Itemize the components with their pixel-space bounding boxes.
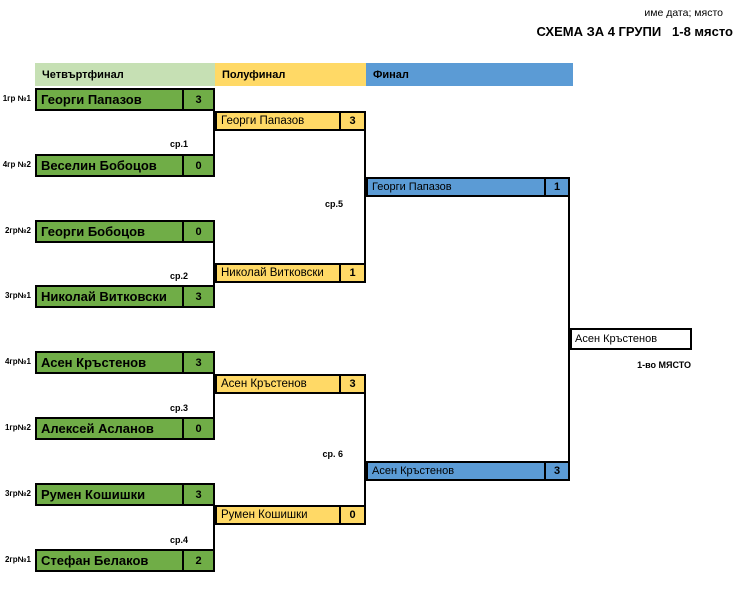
score-cell: 0 — [182, 222, 213, 241]
player-name: Николай Витковски — [221, 267, 324, 279]
connector-line-sf-match5 — [364, 111, 366, 283]
qf-player-box: Алексей Асланов 0 — [35, 417, 215, 440]
qf-player-box: Николай Витковски 3 — [35, 285, 215, 308]
score-cell: 3 — [182, 485, 213, 504]
seed-label: 3гр№1 — [4, 291, 31, 300]
date-place-note: име дата; място — [644, 7, 723, 19]
seed-label: 1гр №1 — [2, 94, 31, 103]
qf-player-box: Стефан Белаков 2 — [35, 549, 215, 572]
qf-player-box: Георги Папазов 3 — [35, 88, 215, 111]
qf-player-box: Асен Кръстенов 3 — [35, 351, 215, 374]
sf-player-box: Румен Кошишки 0 — [215, 505, 366, 525]
score-cell: 1 — [339, 265, 364, 281]
seed-label: 3гр№2 — [4, 489, 31, 498]
match-label: ср. 6 — [322, 449, 343, 459]
final-player-box: Георги Папазов 1 — [366, 177, 570, 197]
score-cell: 0 — [339, 507, 364, 523]
seed-label: 4гр №2 — [2, 160, 31, 169]
score-cell: 0 — [182, 419, 213, 438]
player-name: Стефан Белаков — [41, 553, 149, 568]
score-cell: 3 — [182, 287, 213, 306]
score-cell: 3 — [544, 463, 568, 479]
connector-line-qf-match4 — [213, 483, 215, 572]
connector-line-qf-match3 — [213, 351, 215, 440]
qf-player-box: Веселин Бобоцов 0 — [35, 154, 215, 177]
score-cell: 3 — [339, 376, 364, 392]
score-cell: 3 — [339, 113, 364, 129]
sf-player-box: Асен Кръстенов 3 — [215, 374, 366, 394]
match-label: ср.4 — [169, 535, 188, 545]
player-name: Николай Витковски — [41, 289, 167, 304]
connector-line-qf-match1 — [213, 88, 215, 177]
page-title: СХЕМА ЗА 4 ГРУПИ 1-8 място — [536, 24, 734, 39]
player-name: Алексей Асланов — [41, 421, 154, 436]
connector-line-qf-match2 — [213, 220, 215, 308]
player-name: Георги Папазов — [372, 181, 452, 193]
score-cell: 3 — [182, 353, 213, 372]
qf-player-box: Румен Кошишки 3 — [35, 483, 215, 506]
qf-player-box: Георги Бобоцов 0 — [35, 220, 215, 243]
connector-line-final — [568, 177, 570, 481]
score-cell: 1 — [544, 179, 568, 195]
player-name: Румен Кошишки — [221, 509, 308, 521]
player-name: Веселин Бобоцов — [41, 158, 157, 173]
player-name: Георги Папазов — [41, 92, 142, 107]
sf-player-box: Георги Папазов 3 — [215, 111, 366, 131]
score-cell: 2 — [182, 551, 213, 570]
sf-player-box: Николай Витковски 1 — [215, 263, 366, 283]
player-name: Георги Бобоцов — [41, 224, 146, 239]
player-name: Георги Папазов — [221, 115, 305, 127]
seed-label: 1гр№2 — [4, 423, 31, 432]
score-cell: 3 — [182, 90, 213, 109]
winner-box: Асен Кръстенов — [570, 328, 692, 350]
seed-label: 2гр№1 — [4, 555, 31, 564]
winner-caption: 1-во МЯСТО — [637, 360, 691, 370]
match-label: ср.1 — [169, 139, 188, 149]
match-label: ср.3 — [169, 403, 188, 413]
seed-label: 4гр№1 — [4, 357, 31, 366]
column-header-quarterfinal: Четвъртфинал — [35, 63, 215, 86]
connector-line-sf-match6 — [364, 374, 366, 525]
player-name: Асен Кръстенов — [41, 355, 147, 370]
match-label: ср.5 — [324, 199, 343, 209]
column-header-final: Финал — [366, 63, 573, 86]
column-header-semifinal: Полуфинал — [215, 63, 366, 86]
score-cell: 0 — [182, 156, 213, 175]
player-name: Асен Кръстенов — [221, 378, 307, 390]
final-player-box: Асен Кръстенов 3 — [366, 461, 570, 481]
match-label: ср.2 — [169, 271, 188, 281]
seed-label: 2гр№2 — [4, 226, 31, 235]
player-name: Румен Кошишки — [41, 487, 146, 502]
player-name: Асен Кръстенов — [372, 465, 455, 477]
